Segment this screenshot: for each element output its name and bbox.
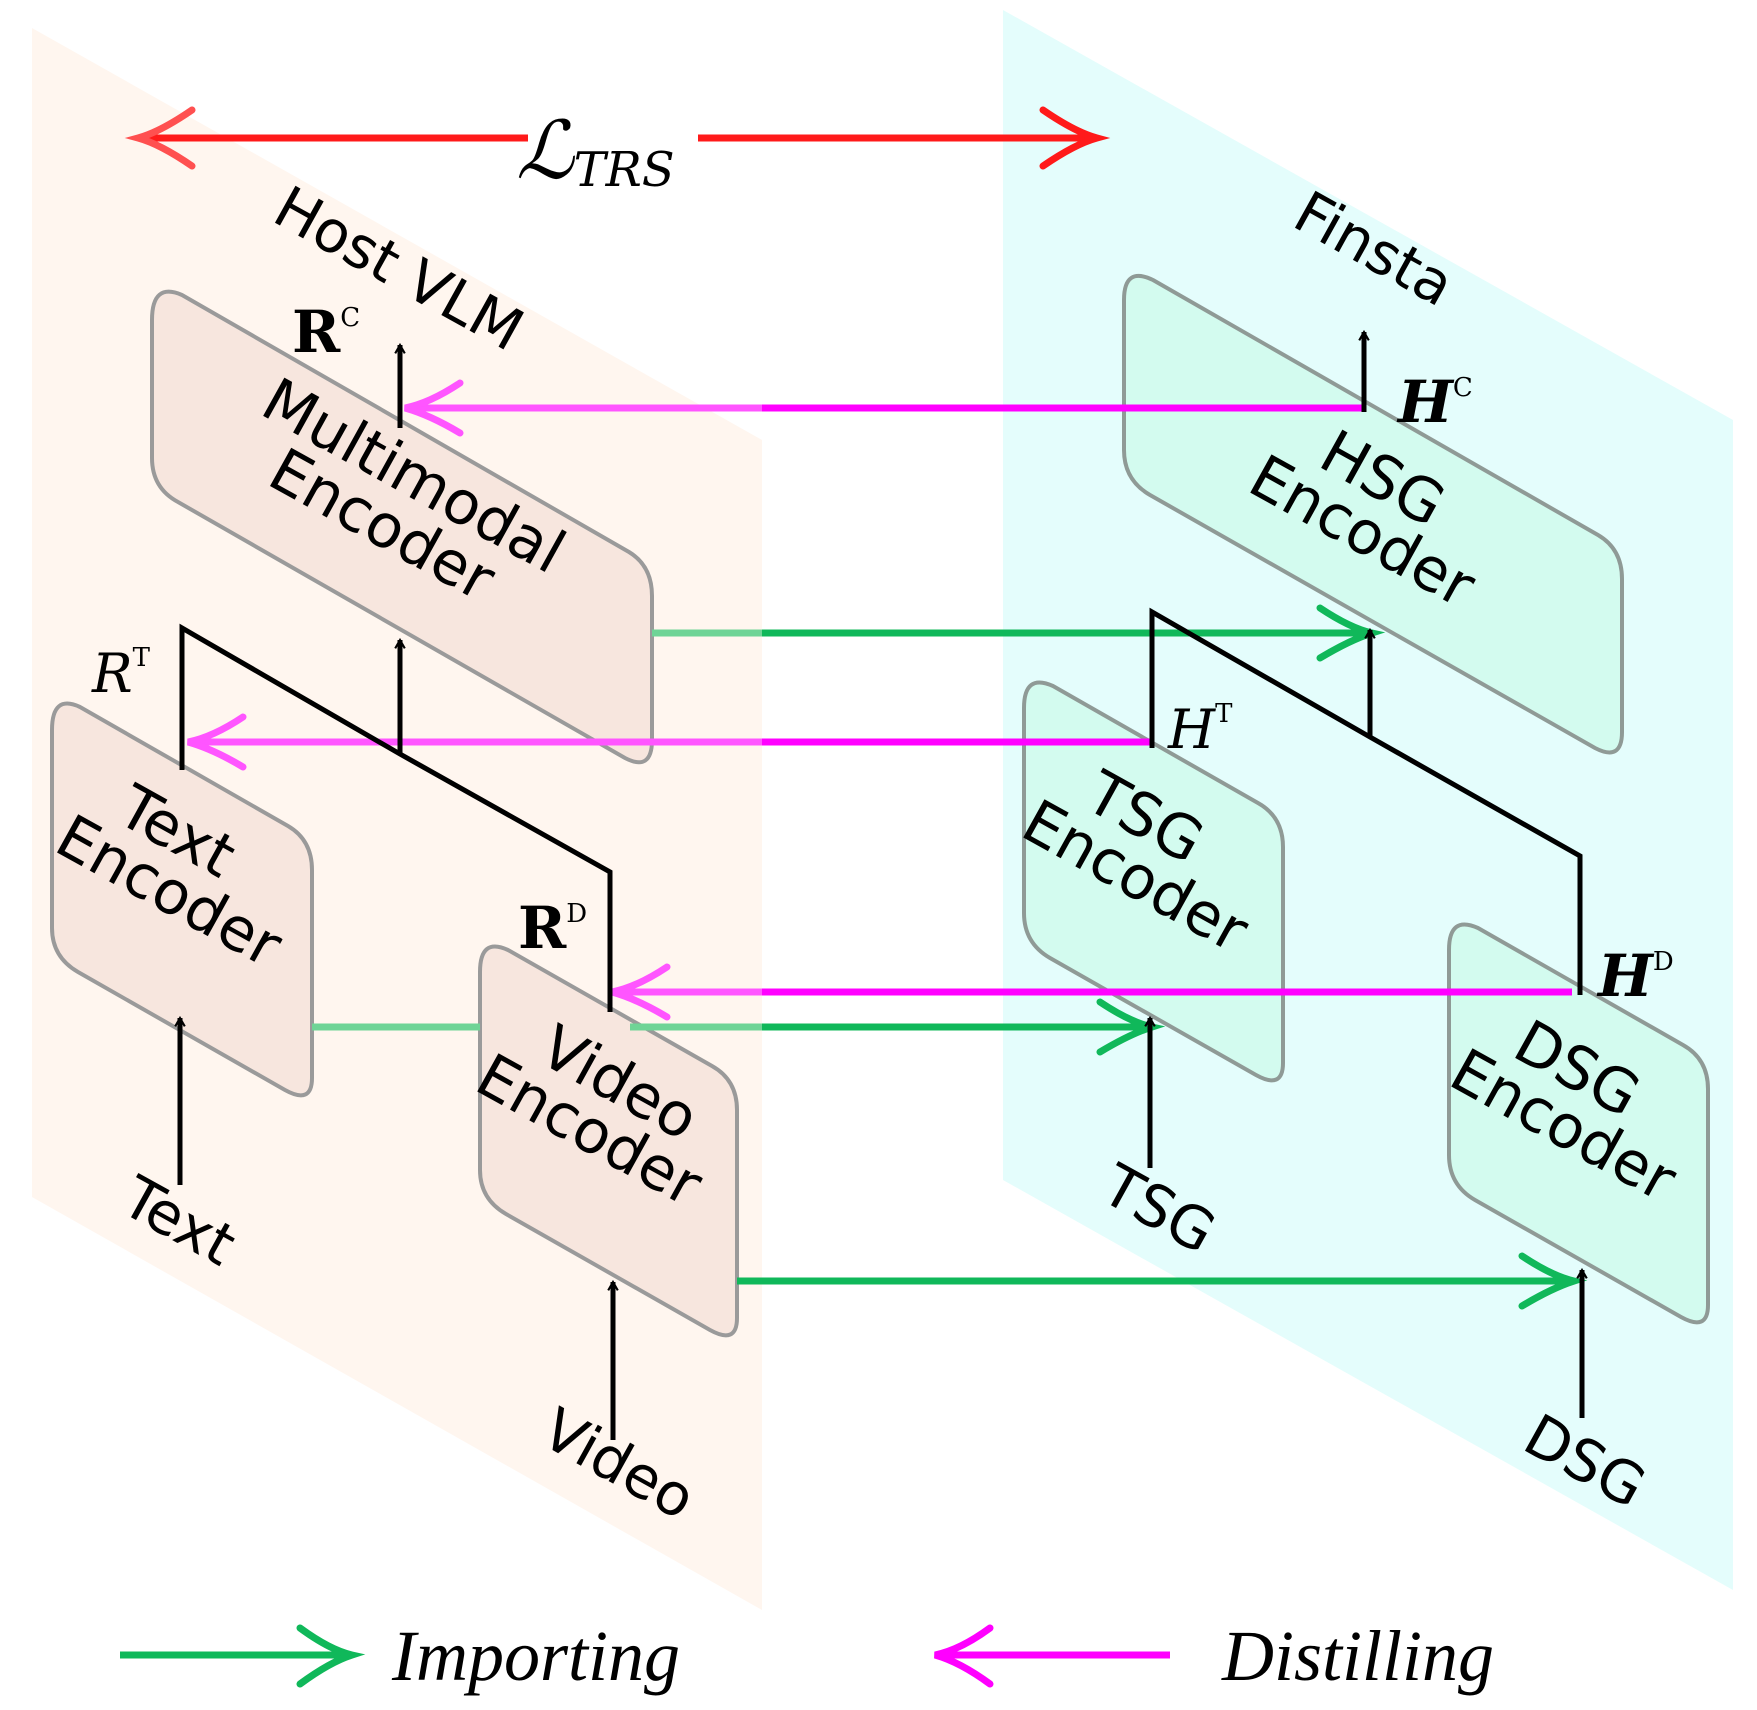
rc-label: RC — [292, 298, 360, 366]
hd-label: HD — [1596, 942, 1674, 1010]
text-encoder-box — [50, 701, 314, 1098]
ht-label: HT — [1167, 698, 1233, 761]
dsg-encoder-box — [1447, 922, 1710, 1325]
legend-importing-label: Importing — [391, 1616, 680, 1696]
hsg-encoder-box — [1122, 274, 1624, 755]
multimodal-encoder-box — [150, 289, 654, 765]
rt-label: RT — [91, 642, 151, 705]
video-encoder-box — [478, 944, 739, 1338]
legend-importing: Importing — [120, 1616, 680, 1696]
distilling-arrow-ht-to-rt — [187, 713, 1152, 771]
host-connectors — [174, 342, 619, 1440]
importing-arrow-video-to-dsg — [737, 1252, 1588, 1310]
trs-loss-arrow — [124, 106, 1111, 170]
rd-label: RD — [518, 894, 587, 962]
trs-loss-label: ℒTRS — [516, 104, 675, 198]
hc-label: HC — [1396, 368, 1473, 436]
distilling-arrow-hc-to-rc — [404, 379, 1364, 437]
finsta-connectors — [1144, 329, 1588, 1418]
tsg-encoder-box — [1022, 680, 1285, 1083]
legend-distilling: Distilling — [934, 1616, 1494, 1696]
legend-distilling-label: Distilling — [1221, 1616, 1494, 1696]
